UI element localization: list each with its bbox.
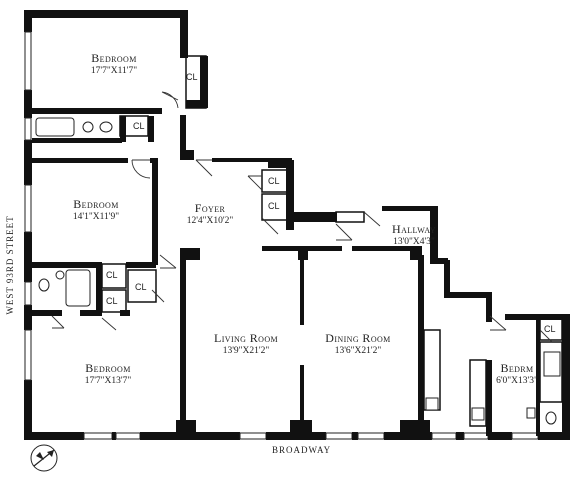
closet-label: CL (544, 324, 556, 334)
room-name: Bedroom (91, 51, 137, 65)
room-dims: 12'4"X10'2" (186, 215, 234, 226)
shower (543, 351, 561, 377)
closet-label: CL (268, 176, 280, 186)
bathtub-top (35, 117, 75, 137)
room-name: Hallway (392, 222, 436, 236)
street-label-south: BROADWAY (272, 445, 332, 455)
sink-top (82, 121, 94, 133)
room-name: Bedroom (73, 197, 119, 211)
room-dims: 14'1"X11'9" (72, 211, 120, 222)
toilet-small (545, 411, 557, 425)
closet-label: CL (135, 282, 147, 292)
closet-label: CL (133, 121, 145, 131)
room-bedrm-small: Bedrm 6'0"X13'3" (490, 361, 544, 387)
room-dims: 17'7"X13'7" (84, 375, 132, 386)
closet-label: CL (268, 201, 280, 211)
bathtub-mid (65, 269, 91, 307)
fixtures (35, 117, 561, 425)
room-foyer: Foyer 12'4"X10'2" (170, 201, 250, 227)
street-label-west: WEST 93RD STREET (5, 215, 15, 315)
closet-label: CL (106, 270, 118, 280)
sink-kitchen (471, 407, 485, 421)
interior-walls (32, 55, 563, 436)
room-name: Foyer (194, 201, 226, 215)
stove (425, 397, 439, 411)
room-dims: 6'0"X13'3" (496, 375, 538, 386)
toilet-top (99, 121, 113, 133)
exterior-walls (24, 10, 570, 440)
room-bedroom-mid: Bedroom 14'1"X11'9" (40, 197, 152, 223)
room-name: Bedrm (500, 361, 534, 375)
room-bedroom-bottom: Bedroom 17'7"X13'7" (48, 361, 168, 387)
room-dims: 17'7"X11'7" (90, 65, 138, 76)
room-dims: 13'9"X21'2" (222, 345, 270, 356)
compass-icon (30, 444, 58, 472)
room-living-room: Living Room 13'9"X21'2" (196, 331, 296, 357)
room-hallway: Hallway 13'0"X4'3" (374, 222, 454, 248)
room-dims: 13'6"X21'2" (334, 345, 382, 356)
closet-label: CL (106, 296, 118, 306)
closet-label: CL (186, 72, 198, 82)
sink-small (526, 407, 536, 419)
door-swings (51, 91, 553, 343)
room-dining-room: Dining Room 13'6"X21'2" (308, 331, 408, 357)
sink-mid (55, 270, 65, 280)
room-name: Living Room (213, 331, 279, 345)
room-dims: 13'0"X4'3" (393, 236, 435, 247)
room-name: Dining Room (325, 331, 391, 345)
room-name: Bedroom (85, 361, 131, 375)
toilet-mid (38, 278, 50, 292)
room-bedroom-top: Bedroom 17'7"X11'7" (54, 51, 174, 77)
